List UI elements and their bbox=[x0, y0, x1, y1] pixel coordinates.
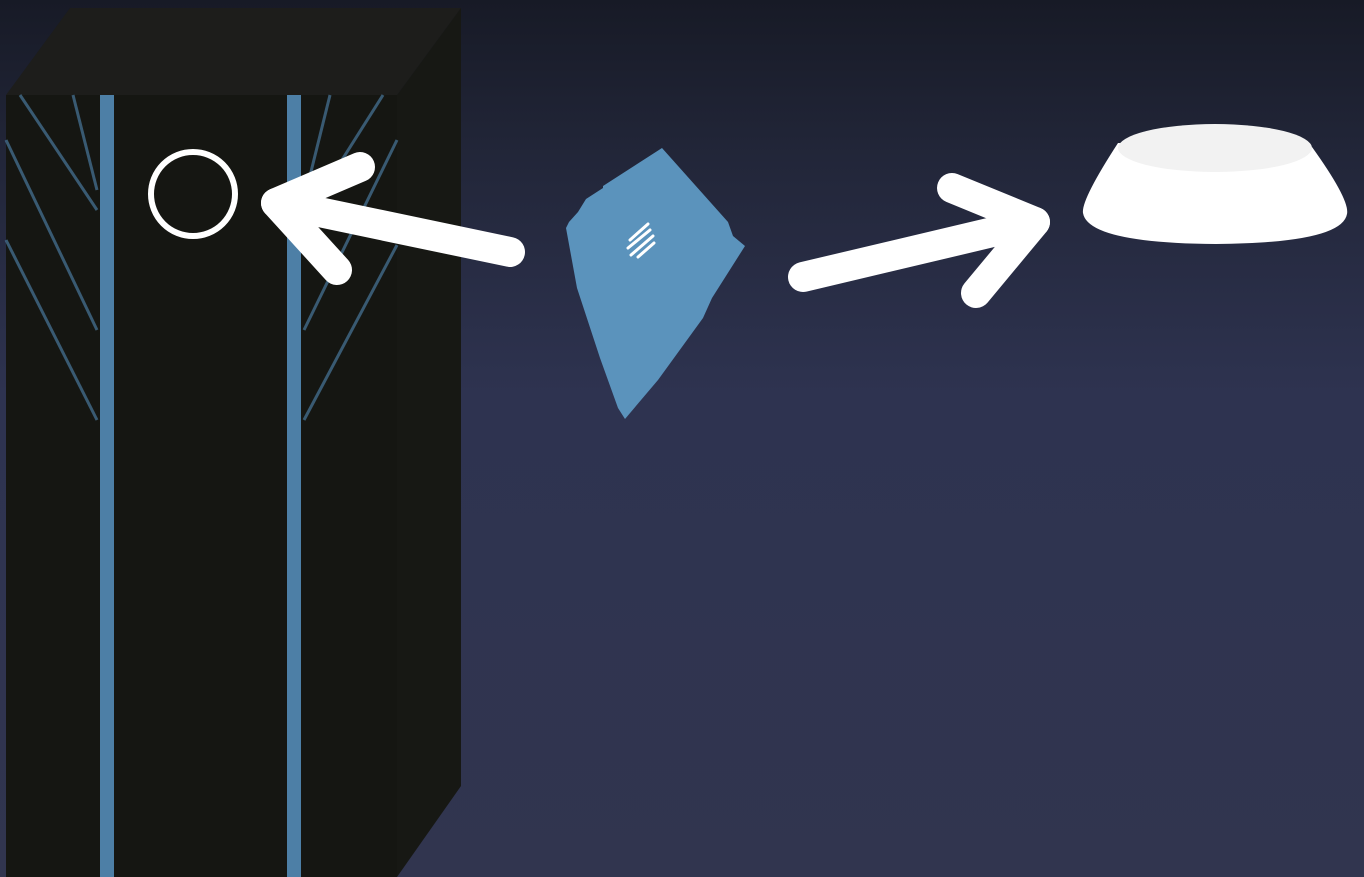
cabinet-accent-bar-left bbox=[100, 95, 114, 877]
white-dish bbox=[1083, 124, 1347, 244]
dish-top-rim bbox=[1118, 124, 1312, 172]
arrow-to-dish bbox=[803, 188, 1035, 293]
cabinet-top-face bbox=[6, 8, 461, 95]
crystal-icon bbox=[566, 148, 745, 419]
blue-crystal bbox=[566, 148, 745, 419]
cabinet-side-face bbox=[397, 8, 461, 877]
tall-cabinet bbox=[6, 8, 461, 877]
